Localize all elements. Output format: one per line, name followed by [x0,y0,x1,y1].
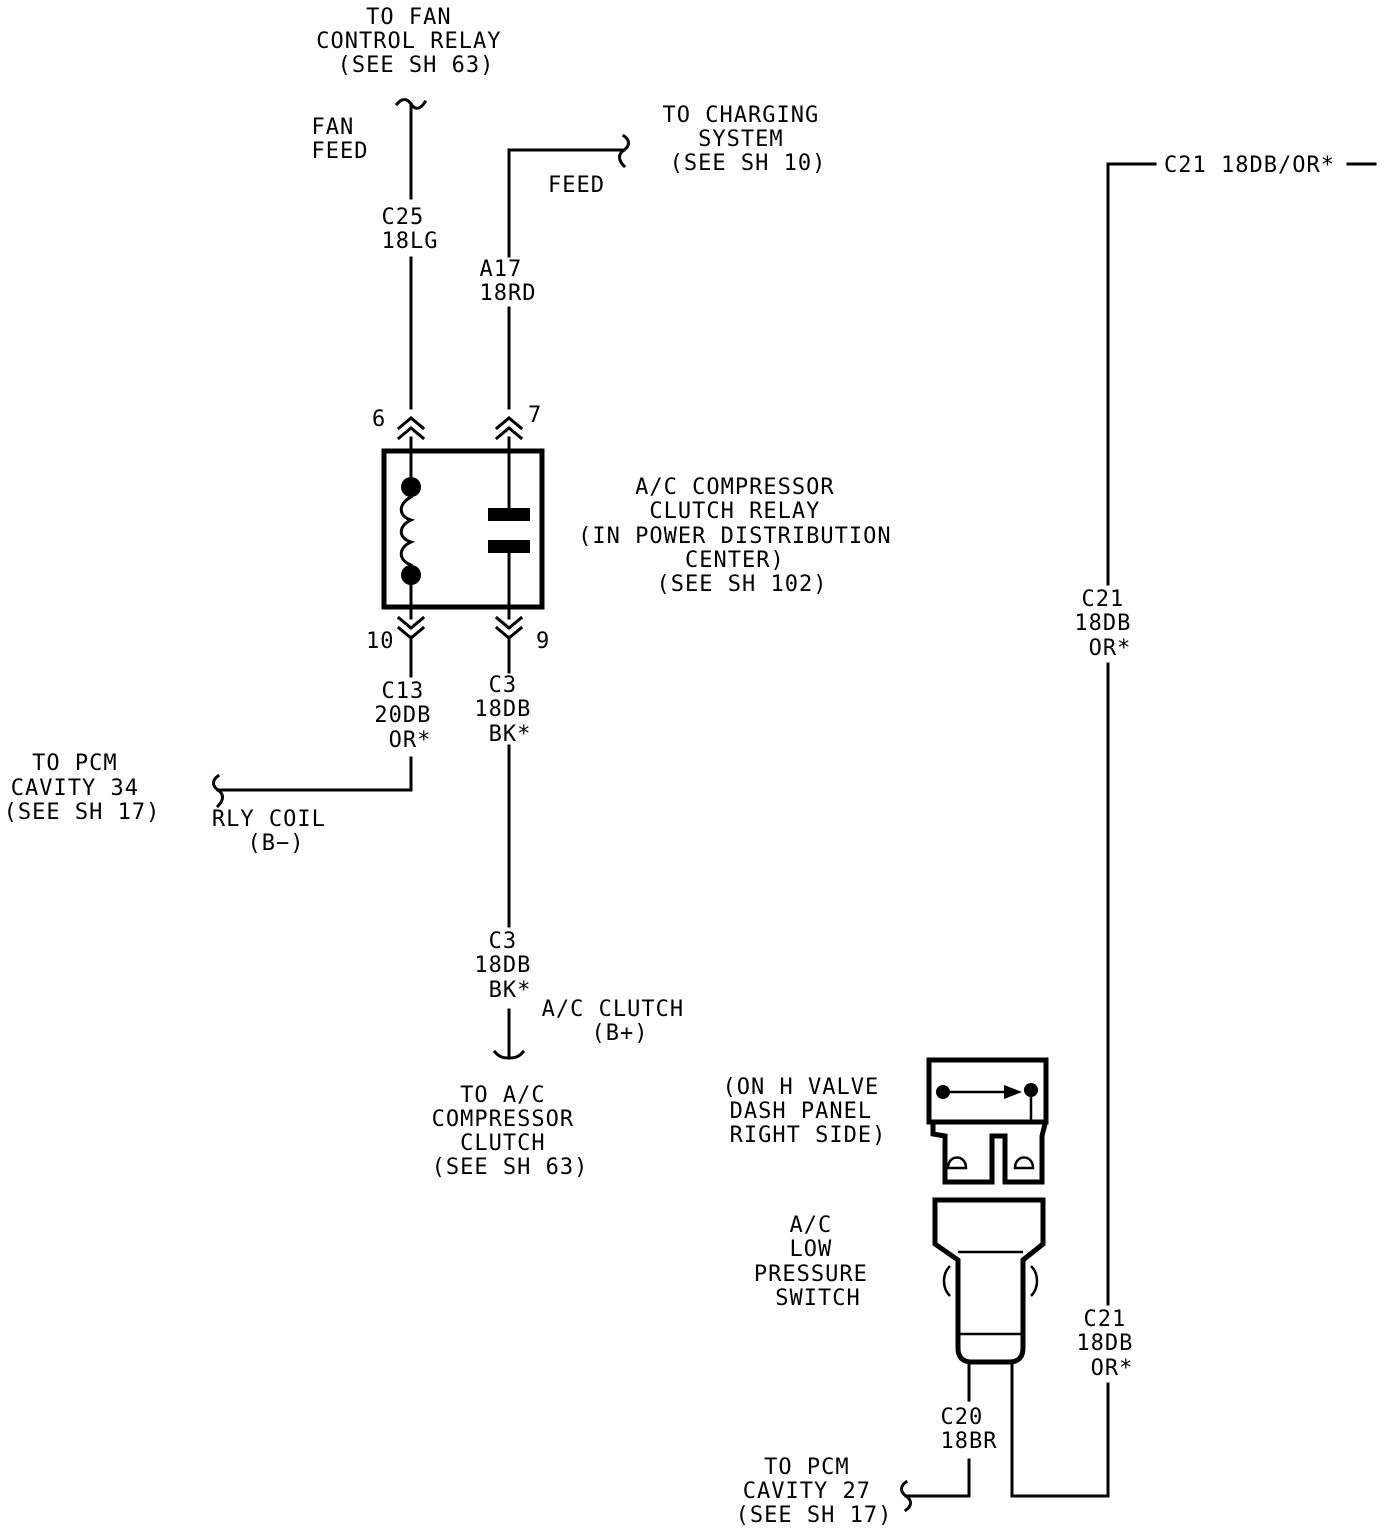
label-fan-feed: FAN FEED [312,115,369,164]
switch-terminals [930,1119,1049,1185]
label-feed: FEED [548,173,605,198]
chevron-pin9 [494,615,524,640]
coil-terminal-bottom [401,565,421,585]
label-c25: C25 18LG [382,205,439,254]
coil-terminal-top [401,477,421,497]
chevron-pin7 [494,416,524,441]
wire-a17 [507,148,626,258]
label-c20: C20 18BR [941,1405,998,1454]
label-c13: C13 20DB OR* [374,679,445,753]
switch-housing [926,1057,1049,1125]
labels: TO FAN CONTROL RELAY (SEE SH 63) FAN FEE… [4,5,1335,1528]
label-c21-top: C21 18DB/OR* [1164,153,1335,178]
label-pcm34: TO PCM CAVITY 34 (SEE SH 17) [4,751,161,825]
label-pcm27: TO PCM CAVITY 27 (SEE SH 17) [736,1455,893,1528]
label-c3-bottom: C3 18DB BK* [474,929,545,1003]
wires [216,102,1377,1498]
label-fan-relay: TO FAN CONTROL RELAY (SEE SH 63) [316,5,515,78]
switch-connector [932,1197,1046,1365]
chevron-pin10 [396,615,426,640]
label-charging: TO CHARGING SYSTEM (SEE SH 10) [663,103,834,176]
ac-compressor-clutch-relay [381,436,545,620]
label-pin6: 6 [372,407,386,432]
label-switch-location: (ON H VALVE DASH PANEL RIGHT SIDE) [723,1075,894,1148]
label-c21-low: C21 18DB OR* [1076,1307,1147,1381]
label-c3-top: C3 18DB BK* [474,673,545,747]
label-a17: A17 18RD [480,257,537,306]
label-switch-name: A/C LOW PRESSURE SWITCH [754,1213,882,1311]
coil-icon [399,494,416,567]
connector-chevrons [396,416,524,640]
contact-top [488,508,530,521]
connector-terminals [212,98,912,1513]
label-c21-mid: C21 18DB OR* [1074,587,1145,661]
terminal-compressor [492,1049,526,1060]
terminal-pcm34 [212,773,224,809]
label-to-compressor: TO A/C COMPRESSOR CLUTCH (SEE SH 63) [432,1083,589,1180]
ac-low-pressure-switch [926,1057,1049,1365]
chevron-pin6 [396,416,426,441]
label-pin7: 7 [528,403,542,428]
relay-box [381,448,545,610]
terminal-charging [618,133,630,169]
label-pin9: 9 [536,629,550,654]
terminal-pcm27 [900,1479,912,1513]
terminal-fan-relay [394,98,428,110]
label-pin10: 10 [366,629,395,654]
contact-bottom [488,540,530,553]
label-relay: A/C COMPRESSOR CLUTCH RELAY (IN POWER DI… [578,475,906,597]
wire-c21 [1106,162,1157,586]
switch-arrow-icon [1004,1085,1022,1099]
label-rly-coil: RLY COIL (B−) [212,807,340,856]
label-ac-clutch: A/C CLUTCH (B+) [542,997,699,1046]
